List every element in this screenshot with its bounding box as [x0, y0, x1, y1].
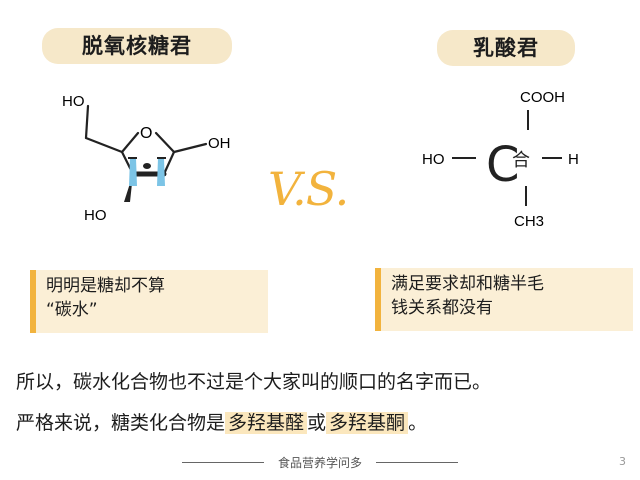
note-left-line2: “碳水” — [46, 300, 98, 320]
page-number: 3 — [619, 455, 626, 468]
body-line-2: 严格来说，糖类化合物是多羟基醛或多羟基酮。 — [16, 408, 427, 435]
versus-text: V.S. — [268, 162, 349, 216]
deoxyribose-note: 明明是糖却不算 “碳水” — [30, 270, 268, 333]
footer-text: 食品营养学问多 — [277, 456, 362, 470]
body-connector: 或 — [307, 412, 327, 434]
carbon-face-icon: 合 — [512, 150, 530, 171]
bond-c2-c1 — [162, 150, 176, 176]
bond-o-c1 — [154, 131, 176, 154]
body-line-2-suffix: 。 — [408, 412, 428, 434]
bond-c4-o — [120, 131, 140, 154]
lactic-acid-title: 乳酸君 — [437, 30, 575, 66]
label-right-oh: OH — [208, 135, 231, 152]
label-h: H — [568, 151, 579, 168]
bond-c4-ch2 — [84, 136, 124, 154]
label-bottom-ho: HO — [84, 207, 107, 224]
carbon-letter: C — [486, 137, 520, 193]
body-line-1: 所以，碳水化合物也不过是个大家叫的顺口的名字而已。 — [16, 371, 492, 393]
bond-c1-oh — [172, 142, 208, 154]
footer: 食品营养学问多 — [182, 452, 458, 472]
highlight-polyhydroxy-aldehyde: 多羟基醛 — [225, 412, 308, 434]
crying-face-icon — [128, 157, 166, 186]
label-top-ho: HO — [62, 93, 85, 110]
note-left-line1: 明明是糖却不算 — [46, 276, 165, 296]
deoxyribose-structure: HO O OH HO — [62, 93, 231, 224]
note-right-line1: 满足要求却和糖半毛 — [391, 274, 544, 294]
label-ho: HO — [422, 151, 445, 168]
highlight-polyhydroxy-ketone: 多羟基酮 — [326, 412, 409, 434]
label-ch3: CH3 — [514, 213, 544, 230]
label-cooh: COOH — [520, 89, 565, 106]
deoxyribose-title: 脱氧核糖君 — [42, 28, 232, 64]
footer-rule-left — [182, 462, 264, 463]
label-ring-o: O — [140, 125, 152, 142]
note-right-line2: 钱关系都没有 — [391, 298, 493, 318]
footer-rule-right — [376, 462, 458, 463]
lactic-acid-structure: COOH HO C 合 H CH3 — [422, 89, 579, 230]
body-line-2-prefix: 严格来说，糖类化合物是 — [16, 412, 226, 434]
bond-ch2oh — [84, 104, 90, 140]
lactic-acid-note: 满足要求却和糖半毛 钱关系都没有 — [375, 268, 633, 331]
